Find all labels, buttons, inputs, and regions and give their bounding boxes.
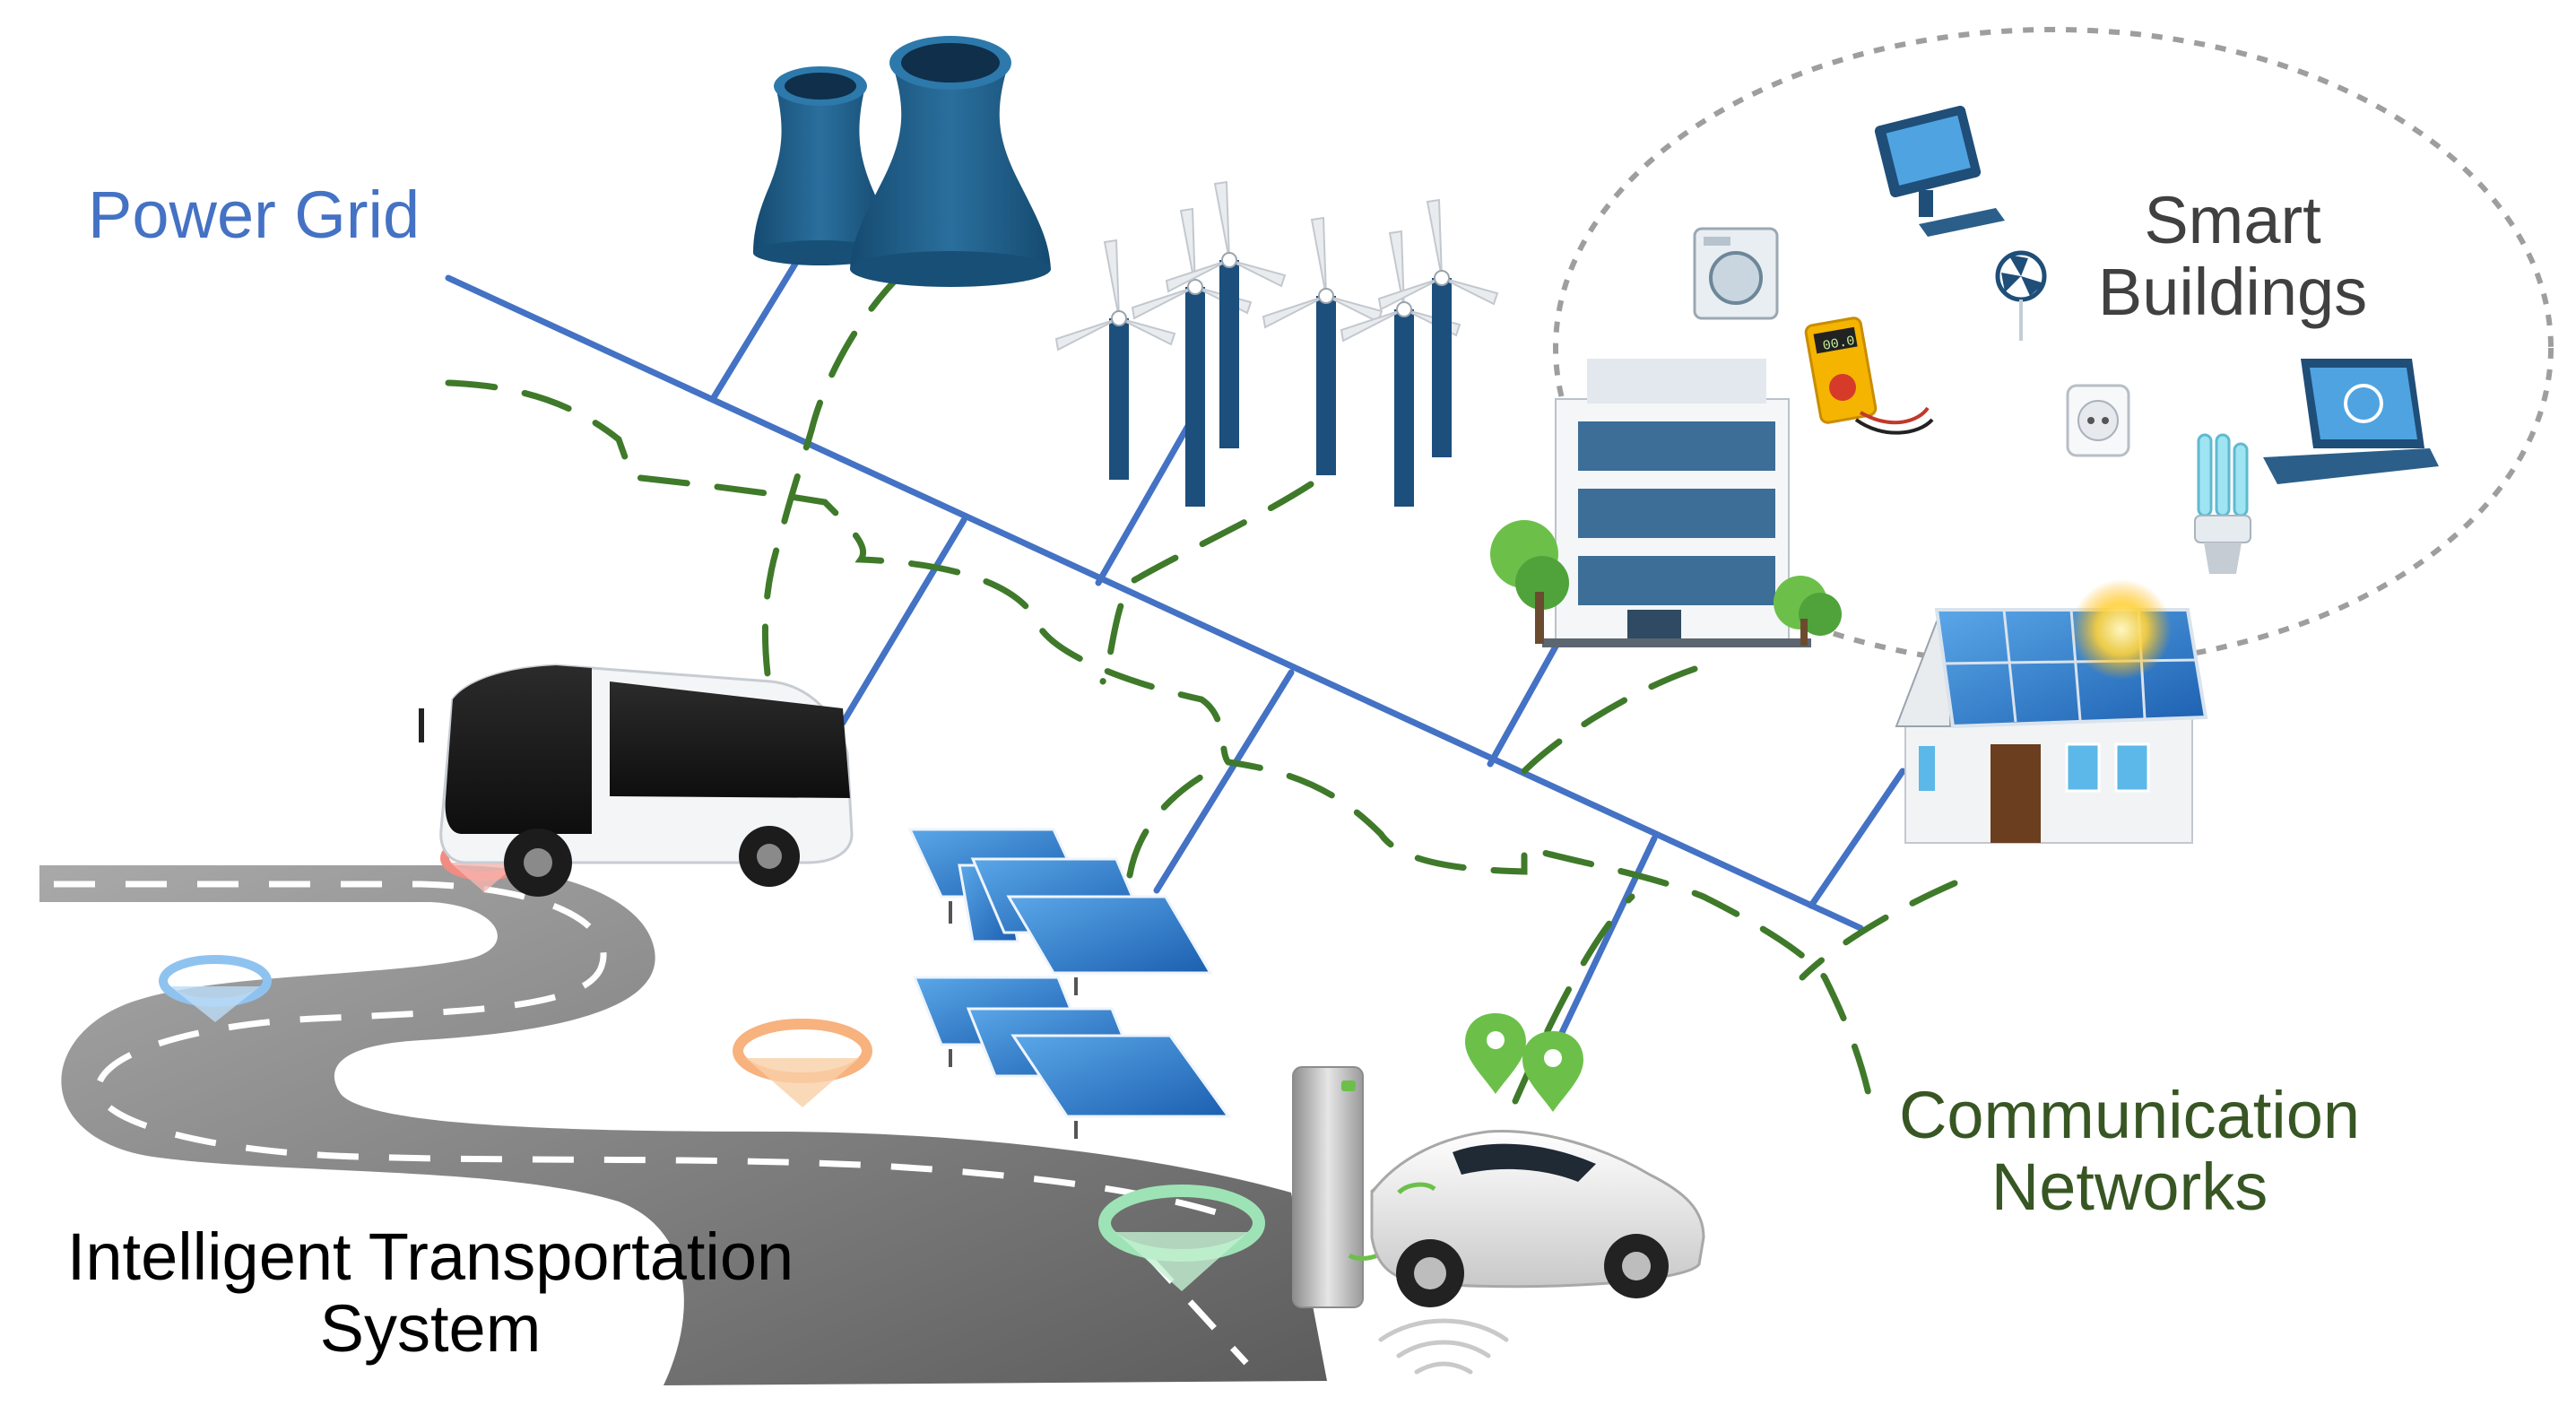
location-pin-icon: [159, 955, 272, 1022]
solar-panel-icon: [907, 828, 1213, 995]
power-grid-label: Power Grid: [88, 179, 420, 251]
computer-icon: [1874, 105, 2005, 237]
intelligent-transportation-label-line2: System: [319, 1290, 542, 1366]
cooling-tower-icon: [850, 36, 1051, 287]
power-grid-label-text: Power Grid: [88, 178, 421, 252]
smart-buildings-label-line1: Smart: [2144, 183, 2321, 257]
wind-turbine-icon: [1377, 198, 1499, 457]
communication-network-lines: [445, 270, 1958, 1124]
cfl-bulb-icon: [2194, 433, 2251, 574]
communication-networks-label: Communication Networks: [1865, 1080, 2394, 1223]
wind-turbine-icon: [1262, 216, 1383, 475]
washing-machine-icon: [1693, 227, 1779, 320]
intelligent-transportation-label-line1: Intelligent Transportation: [66, 1219, 794, 1294]
wind-turbine-icon: [1165, 180, 1287, 448]
multimeter-icon: 00.0: [1804, 317, 1934, 435]
meter-readout: 00.0: [1822, 334, 1856, 354]
power-outlet-icon: [2066, 384, 2130, 457]
power-grid-lines: [445, 253, 1906, 1044]
wifi-icon: [1378, 1318, 1509, 1375]
fan-icon: [1995, 250, 2047, 341]
electric-car-icon: [1370, 1130, 1705, 1307]
solar-panel-icon: [912, 976, 1231, 1139]
location-pin-icon: [733, 1019, 872, 1107]
communication-networks-label-line2: Networks: [1991, 1149, 2268, 1224]
laptop-icon: [2263, 359, 2439, 484]
wind-turbine-icon: [1054, 239, 1176, 480]
bus-icon: [419, 664, 854, 897]
communication-networks-label-line1: Communication: [1898, 1078, 2361, 1152]
house-solar-icon: [1895, 579, 2208, 844]
wind-turbine-icon: [1340, 230, 1461, 507]
location-pin-icon: [1522, 1031, 1583, 1112]
location-pin-icon: [1465, 1013, 1526, 1094]
smart-buildings-label: Smart Buildings: [2053, 185, 2412, 328]
intelligent-transportation-label: Intelligent Transportation System: [36, 1221, 825, 1365]
office-building-icon: [1490, 359, 1842, 647]
location-pin-icon: [1098, 1185, 1265, 1291]
smart-buildings-label-line2: Buildings: [2097, 254, 2368, 329]
